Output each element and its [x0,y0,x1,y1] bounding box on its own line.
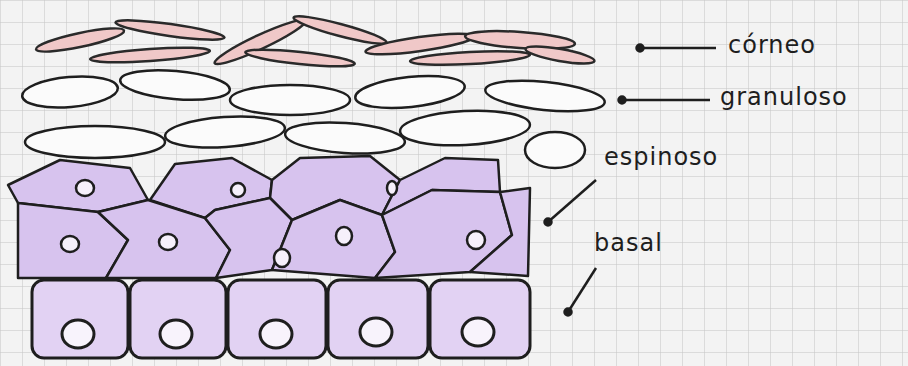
granulosum-layer [230,85,350,115]
leader-line [619,97,626,104]
spinosum-nucleus [336,227,352,245]
basale-layer [32,280,128,358]
corneum-layer [524,43,595,67]
spinosum-nucleus [61,236,79,252]
basale-layer [228,280,326,358]
leader-line [545,45,717,316]
basale-layer [328,280,428,358]
basale-nucleus [462,318,494,346]
spinosum-layer [8,156,530,278]
granulosum-layer [21,73,119,111]
leader-line [565,309,572,316]
granulosum-layer [399,108,531,149]
granulosum-layer [25,126,165,158]
basale-nucleus [62,318,494,348]
corneum-layer [35,12,596,70]
granulosum-layer [484,76,606,116]
basale-layer [430,280,530,358]
granulosum-layer [525,132,585,168]
granulosum-layer [119,66,231,103]
layer-label: basal [594,230,663,256]
spinosum-layer [272,200,395,278]
corneum-layer [245,46,356,69]
spinosum-nucleus [76,180,94,196]
granulosum-layer [354,71,467,112]
granulosum-layer [164,113,286,151]
basale-layer [32,280,530,358]
spinosum-nucleus [387,181,397,195]
spinosum-layer [205,198,292,278]
leader-line [568,268,596,312]
layer-label: espinoso [604,144,718,170]
corneum-layer [115,16,226,43]
leader-line [622,99,710,102]
basale-layer [130,280,226,358]
layer-label: granuloso [720,84,848,110]
corneum-layer [292,12,388,48]
basale-nucleus [62,320,94,348]
leader-line [548,180,596,222]
spinosum-nucleus [467,231,485,249]
leader-line [640,47,716,50]
leader-line [545,219,552,226]
spinosum-nucleus [61,180,485,267]
granulosum-layer [21,66,606,168]
corneum-layer [410,49,530,67]
spinosum-layer [98,200,230,278]
basale-nucleus [160,320,192,348]
layer-label: córneo [728,32,816,58]
basale-nucleus [360,318,392,346]
granulosum-layer [284,119,406,157]
spinosum-nucleus [159,234,177,250]
basale-nucleus [260,320,292,348]
leader-line [637,45,644,52]
corneum-layer [90,45,211,65]
spinosum-nucleus [274,249,290,267]
corneum-layer [35,24,126,56]
spinosum-nucleus [231,183,245,197]
